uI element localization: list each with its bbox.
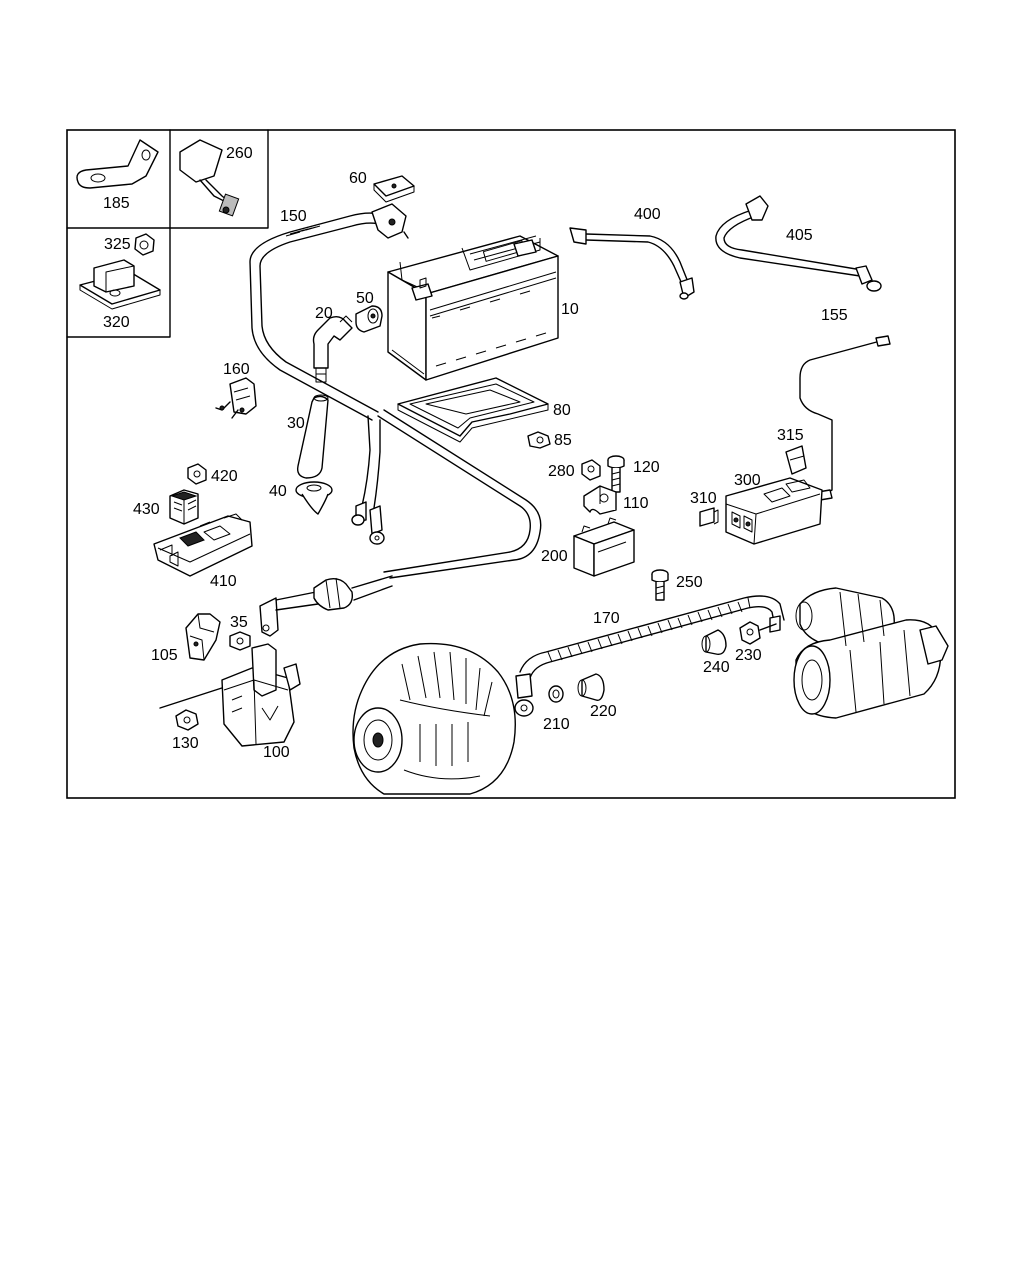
- connector-105-drawing: [185, 613, 221, 661]
- harness-155-drawing: [799, 335, 891, 501]
- nut-420-drawing: [187, 463, 207, 485]
- label-325: 325: [104, 236, 131, 253]
- label-405: 405: [786, 227, 813, 244]
- relay-260-drawing: [179, 139, 240, 217]
- label-300: 300: [734, 472, 761, 489]
- bracket-185-drawing: [76, 139, 159, 189]
- label-155: 155: [821, 307, 848, 324]
- nut-280-drawing: [581, 459, 601, 481]
- label-250: 250: [676, 574, 703, 591]
- label-185: 185: [103, 195, 130, 212]
- label-50: 50: [356, 290, 374, 307]
- label-240: 240: [703, 659, 730, 676]
- label-260: 260: [226, 145, 253, 162]
- cable-405-drawing: [715, 195, 882, 292]
- label-420: 420: [211, 468, 238, 485]
- ground-cable-drawing: [259, 575, 393, 637]
- label-170: 170: [593, 610, 620, 627]
- label-35: 35: [230, 614, 248, 631]
- bolt-250-drawing: [651, 569, 669, 601]
- label-410: 410: [210, 573, 237, 590]
- washer-210-drawing: [548, 685, 564, 703]
- label-320: 320: [103, 314, 130, 331]
- cover-60-drawing: [373, 175, 415, 203]
- fusebox-100-drawing: [159, 643, 301, 747]
- hose-30-drawing: [296, 394, 329, 479]
- grommet-40-drawing: [295, 481, 333, 515]
- branch-cable-drawing: [351, 409, 542, 579]
- bolt-120-drawing: [607, 455, 625, 493]
- label-310: 310: [690, 490, 717, 507]
- relay-430-drawing: [169, 489, 199, 525]
- label-60: 60: [349, 170, 367, 187]
- nut-35-drawing: [229, 631, 251, 651]
- plug-50-drawing: [355, 305, 383, 333]
- label-160: 160: [223, 361, 250, 378]
- label-110: 110: [623, 495, 649, 512]
- starter-drawing: [793, 587, 949, 719]
- cable-150-drawing: [249, 203, 409, 421]
- label-430: 430: [133, 501, 160, 518]
- label-20: 20: [315, 305, 333, 322]
- label-130: 130: [172, 735, 199, 752]
- label-210: 210: [543, 716, 570, 733]
- label-10: 10: [561, 301, 579, 318]
- label-100: 100: [263, 744, 290, 761]
- nut-85-drawing: [527, 431, 551, 449]
- battery-10-drawing: [387, 235, 559, 381]
- cable-170-drawing: [514, 595, 785, 717]
- nut-130-drawing: [175, 709, 199, 731]
- label-105: 105: [151, 647, 178, 664]
- elbow-20-drawing: [312, 315, 353, 383]
- label-80: 80: [553, 402, 571, 419]
- holder-300-drawing: [725, 477, 823, 545]
- clamp-110-drawing: [583, 485, 617, 515]
- damper-320-drawing: [79, 259, 161, 310]
- label-280: 280: [548, 463, 575, 480]
- sleeve-240-drawing: [701, 629, 727, 656]
- connector-160-drawing: [215, 377, 257, 419]
- tray-80-drawing: [397, 377, 549, 443]
- label-120: 120: [633, 459, 660, 476]
- inset-box-260: [169, 129, 269, 229]
- nut-325-drawing: [134, 233, 155, 256]
- label-230: 230: [735, 647, 762, 664]
- label-85: 85: [554, 432, 572, 449]
- diagram-frame: [66, 129, 956, 799]
- label-315: 315: [777, 427, 804, 444]
- label-150: 150: [280, 208, 307, 225]
- label-400: 400: [634, 206, 661, 223]
- alternator-drawing: [352, 642, 516, 795]
- inset-box-320: [66, 227, 171, 338]
- sleeve-220-drawing: [577, 673, 605, 701]
- label-200: 200: [541, 548, 568, 565]
- nut-230-drawing: [739, 621, 777, 645]
- fuse-315-drawing: [785, 445, 807, 475]
- label-40: 40: [269, 483, 287, 500]
- box-410-drawing: [153, 513, 253, 577]
- cable-400-drawing: [569, 227, 695, 300]
- label-220: 220: [590, 703, 617, 720]
- battery-200-drawing: [573, 517, 635, 577]
- clip-310-drawing: [699, 507, 719, 527]
- label-30: 30: [287, 415, 305, 432]
